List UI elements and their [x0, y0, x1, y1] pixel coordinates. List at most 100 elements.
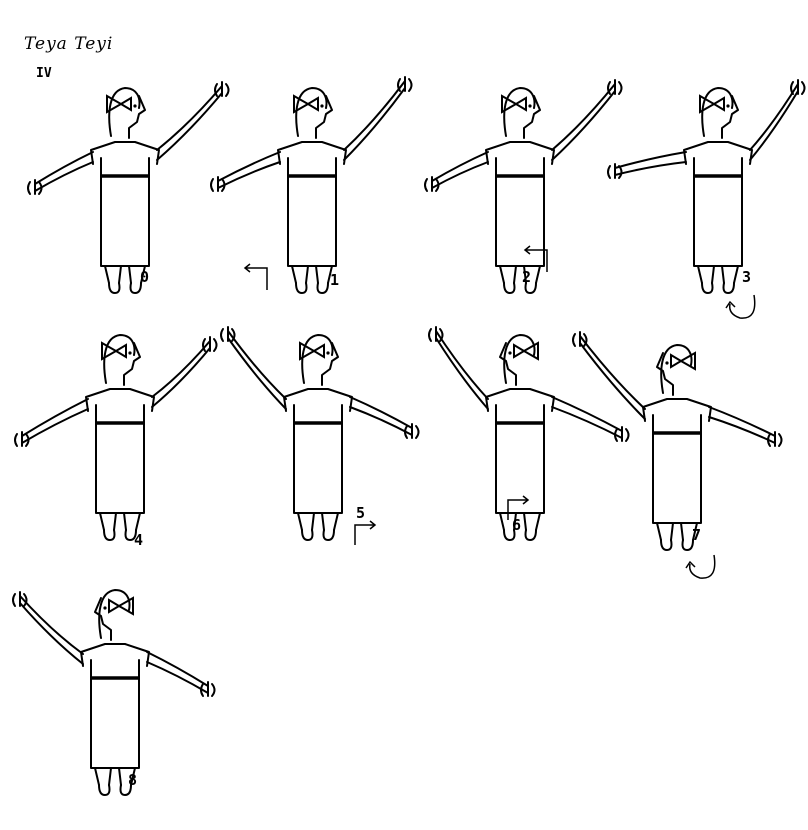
hand-icon	[210, 176, 226, 192]
face	[523, 95, 541, 139]
legs	[499, 265, 541, 284]
left-arm	[435, 330, 489, 410]
dance-figure-3: 3	[607, 79, 806, 319]
feet	[301, 529, 335, 541]
figure-number-label: 0	[140, 268, 149, 286]
torso	[90, 141, 160, 267]
hair-bow-icon	[699, 94, 725, 114]
feet	[701, 282, 735, 294]
hand-icon	[428, 326, 444, 342]
eye	[665, 361, 669, 365]
hair	[503, 334, 536, 384]
step-direction-arrow-icon	[725, 294, 756, 319]
eye	[320, 104, 324, 108]
hand-icon	[202, 336, 218, 352]
hand-icon	[614, 426, 630, 442]
hair-bow-icon	[670, 351, 696, 371]
dance-figure-5: 5	[220, 326, 420, 545]
figure-number-label: 4	[134, 531, 143, 549]
figure-number-label: 8	[128, 771, 137, 789]
dance-figure-1: 1	[210, 76, 413, 294]
face	[315, 95, 333, 139]
dance-figure-6: 6	[428, 326, 630, 541]
dance-title: Teya Teyi	[24, 34, 114, 54]
hand-icon	[14, 431, 30, 447]
eye	[726, 104, 730, 108]
right-arm	[708, 406, 776, 444]
hair	[701, 87, 734, 137]
figure-number-label: 3	[742, 268, 751, 286]
left-arm	[579, 335, 646, 420]
dance-figure-4: 4	[14, 334, 218, 549]
legs	[697, 265, 739, 284]
hand-icon	[607, 163, 623, 179]
hair-bow-icon	[299, 341, 325, 361]
dance-figure-2: 2	[424, 79, 623, 294]
hair-bow-icon	[106, 94, 132, 114]
torso	[642, 398, 712, 524]
face	[94, 597, 112, 641]
right-arm	[146, 651, 209, 694]
hair	[108, 87, 141, 137]
right-arm	[551, 83, 616, 161]
hand-icon	[214, 81, 230, 97]
hair-bow-icon	[293, 94, 319, 114]
left-arm	[217, 151, 281, 189]
left-arm	[431, 151, 489, 189]
feet	[295, 282, 329, 294]
face	[321, 342, 339, 386]
feet	[98, 784, 132, 796]
torso	[85, 388, 155, 514]
step-direction-arrow-icon	[523, 245, 548, 272]
right-arm	[156, 85, 223, 161]
left-arm	[34, 151, 94, 192]
right-arm	[749, 83, 799, 161]
torso	[283, 388, 353, 514]
torso	[485, 141, 555, 267]
legs	[499, 512, 541, 531]
legs	[291, 265, 333, 284]
face	[499, 342, 517, 386]
face	[721, 95, 739, 139]
left-arm	[21, 398, 89, 444]
right-arm	[349, 396, 413, 436]
hand-icon	[424, 176, 440, 192]
step-direction-arrow-icon	[685, 554, 716, 579]
eye	[128, 351, 132, 355]
hand-icon	[767, 431, 783, 447]
left-arm	[614, 151, 687, 176]
dance-figure-8: 8	[12, 589, 216, 796]
right-arm	[343, 80, 406, 161]
hand-icon	[572, 331, 588, 347]
hair-bow-icon	[501, 94, 527, 114]
eye	[103, 606, 107, 610]
eye	[326, 351, 330, 355]
hair-bow-icon	[513, 341, 539, 361]
hair	[295, 87, 328, 137]
hand-icon	[404, 423, 420, 439]
left-arm	[227, 330, 287, 410]
face	[128, 95, 146, 139]
eye	[508, 351, 512, 355]
torso	[485, 388, 555, 514]
torso	[683, 141, 753, 267]
legs	[297, 512, 339, 531]
face	[656, 352, 674, 396]
hand-icon	[27, 179, 43, 195]
right-arm	[151, 340, 211, 408]
part-number: IV	[36, 66, 52, 81]
hair	[660, 344, 693, 394]
hair	[103, 334, 136, 384]
figure-number-label: 5	[356, 504, 365, 522]
right-arm	[551, 396, 623, 439]
figure-number-label: 1	[330, 271, 339, 289]
figure-number-label: 2	[522, 268, 531, 286]
hair	[503, 87, 536, 137]
feet	[660, 539, 694, 551]
hand-icon	[790, 79, 806, 95]
hair-bow-icon	[108, 596, 134, 616]
hair	[301, 334, 334, 384]
step-direction-arrow-icon	[354, 520, 377, 545]
legs	[94, 767, 136, 786]
